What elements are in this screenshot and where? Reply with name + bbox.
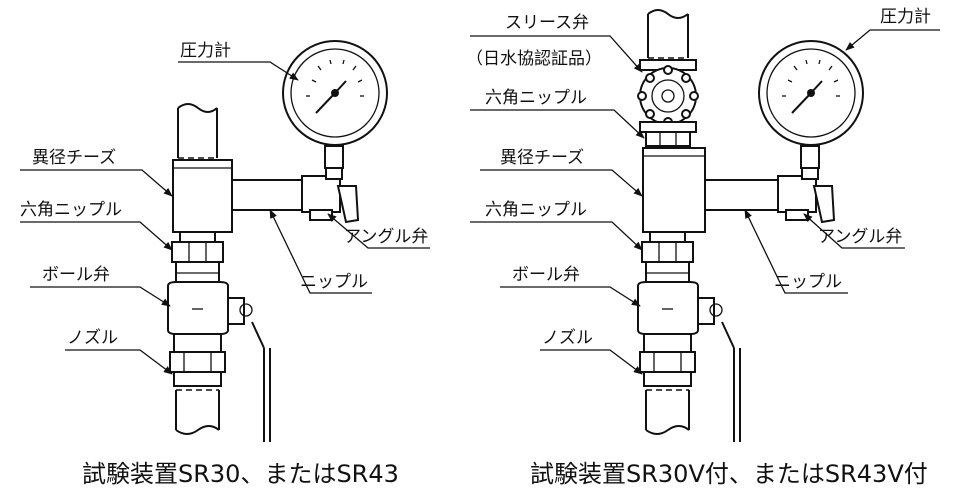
left-apparatus: 圧力計 異径チーズ 六角ニップル ボール弁 ノズル アングル弁 ニップル 試験装…: [20, 40, 430, 488]
right-label-nozzle: ノズル: [542, 328, 593, 348]
right-nipple: [704, 179, 781, 211]
left-label-nozzle: ノズル: [67, 328, 118, 348]
right-ball-valve: [637, 261, 741, 442]
left-bottom-pipe: [175, 389, 220, 435]
right-sluice-valve: [637, 59, 699, 133]
right-label-sluice-valve: スリース弁: [505, 13, 589, 33]
left-gauge-stem: [324, 145, 344, 169]
left-caption: 試験装置SR30、またはSR43: [82, 460, 399, 488]
left-ball-valve: [167, 261, 271, 442]
left-reducing-tee: [172, 159, 233, 233]
right-label-nipple: ニップル: [774, 272, 842, 292]
right-leaders: [470, 29, 940, 375]
right-label-ball-valve: ボール弁: [512, 265, 580, 285]
left-pressure-gauge: [282, 40, 388, 146]
right-bottom-pipe: [645, 389, 690, 435]
right-label-reducing-tee: 異径チーズ: [500, 148, 584, 168]
right-angle-valve: [777, 164, 836, 224]
left-hex-nipple: [171, 231, 224, 263]
left-label-nipple: ニップル: [300, 272, 368, 292]
right-top-pipe: [647, 9, 689, 59]
left-nozzle: [169, 333, 226, 387]
left-top-pipe: [177, 103, 218, 159]
left-leaders: [20, 61, 430, 375]
right-gauge-stem: [800, 145, 820, 169]
left-label-hex-nipple: 六角ニップル: [20, 200, 122, 220]
right-hex-nipple: [641, 231, 694, 263]
right-label-gauge: 圧力計: [880, 7, 931, 27]
left-angle-valve: [301, 164, 360, 224]
right-nozzle: [639, 333, 696, 387]
right-hex-nipple-top: [645, 131, 691, 147]
left-label-reducing-tee: 異径チーズ: [32, 148, 116, 168]
left-label-angle-valve: アングル弁: [344, 227, 428, 247]
left-label-gauge: 圧力計: [180, 41, 231, 61]
left-nipple: [231, 179, 305, 211]
right-apparatus: スリース弁 （日水協認証品） 圧力計 六角ニップル 異径チーズ 六角ニップル ボ…: [466, 7, 940, 488]
left-label-ball-valve: ボール弁: [42, 265, 110, 285]
right-label-sluice-note: （日水協認証品）: [466, 49, 602, 69]
right-caption: 試験装置SR30V付、またはSR43V付: [530, 460, 928, 488]
right-label-hex-nipple-top: 六角ニップル: [485, 88, 587, 108]
right-reducing-tee: [642, 147, 706, 233]
right-pressure-gauge: [758, 40, 864, 146]
right-label-angle-valve: アングル弁: [818, 227, 902, 247]
right-label-hex-nipple: 六角ニップル: [485, 200, 587, 220]
